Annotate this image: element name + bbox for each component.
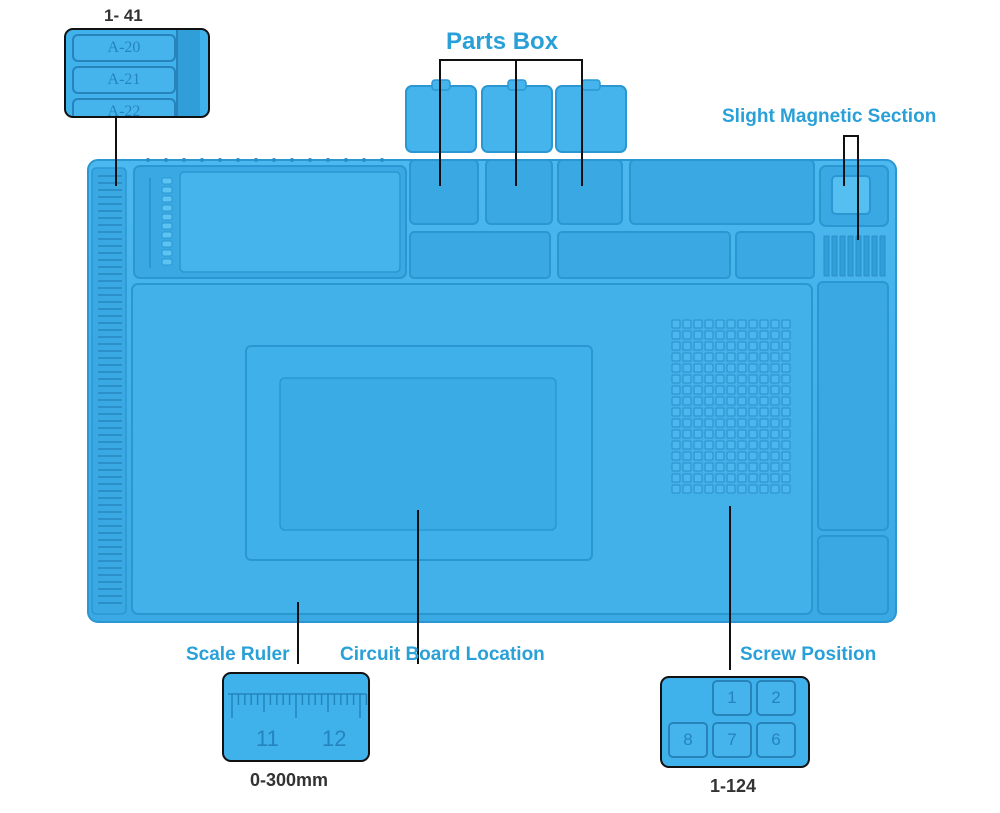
- circuit-board-label: Circuit Board Location: [340, 644, 545, 665]
- screw-position-label: Screw Position: [740, 644, 877, 665]
- leader-lines: [115, 59, 859, 670]
- slot-row: A-21: [72, 66, 176, 94]
- screw-cell: 1: [712, 680, 752, 716]
- screw-cell: 6: [756, 722, 796, 758]
- screw-cell: 2: [756, 680, 796, 716]
- screw-grid: [671, 319, 791, 494]
- scale-ruler-label: Scale Ruler: [186, 644, 290, 665]
- magnetic-bars: [823, 235, 886, 277]
- screws-range-label: 1-124: [710, 776, 757, 796]
- slot-row: A-20: [72, 34, 176, 62]
- slots-callout-bar: [176, 30, 200, 116]
- parts-box-label: Parts Box: [446, 28, 559, 55]
- pin-column: [149, 177, 173, 268]
- screw-cell: 8: [668, 722, 708, 758]
- ruler-callout-ticks: [228, 693, 368, 718]
- ruler-callout: 11 12: [222, 672, 370, 762]
- top-dots: [146, 158, 384, 162]
- ruler-tick-label: 11: [256, 726, 279, 751]
- slot-row: A-22: [72, 98, 176, 116]
- screw-cell: 7: [712, 722, 752, 758]
- magnetic-section-label: Slight Magnetic Section: [722, 106, 937, 127]
- ruler-range-label: 0-300mm: [250, 770, 329, 790]
- ruler-tick-label: 12: [322, 726, 347, 751]
- ruler-strip: [91, 167, 127, 615]
- slots-range-label: 1- 41: [104, 6, 143, 25]
